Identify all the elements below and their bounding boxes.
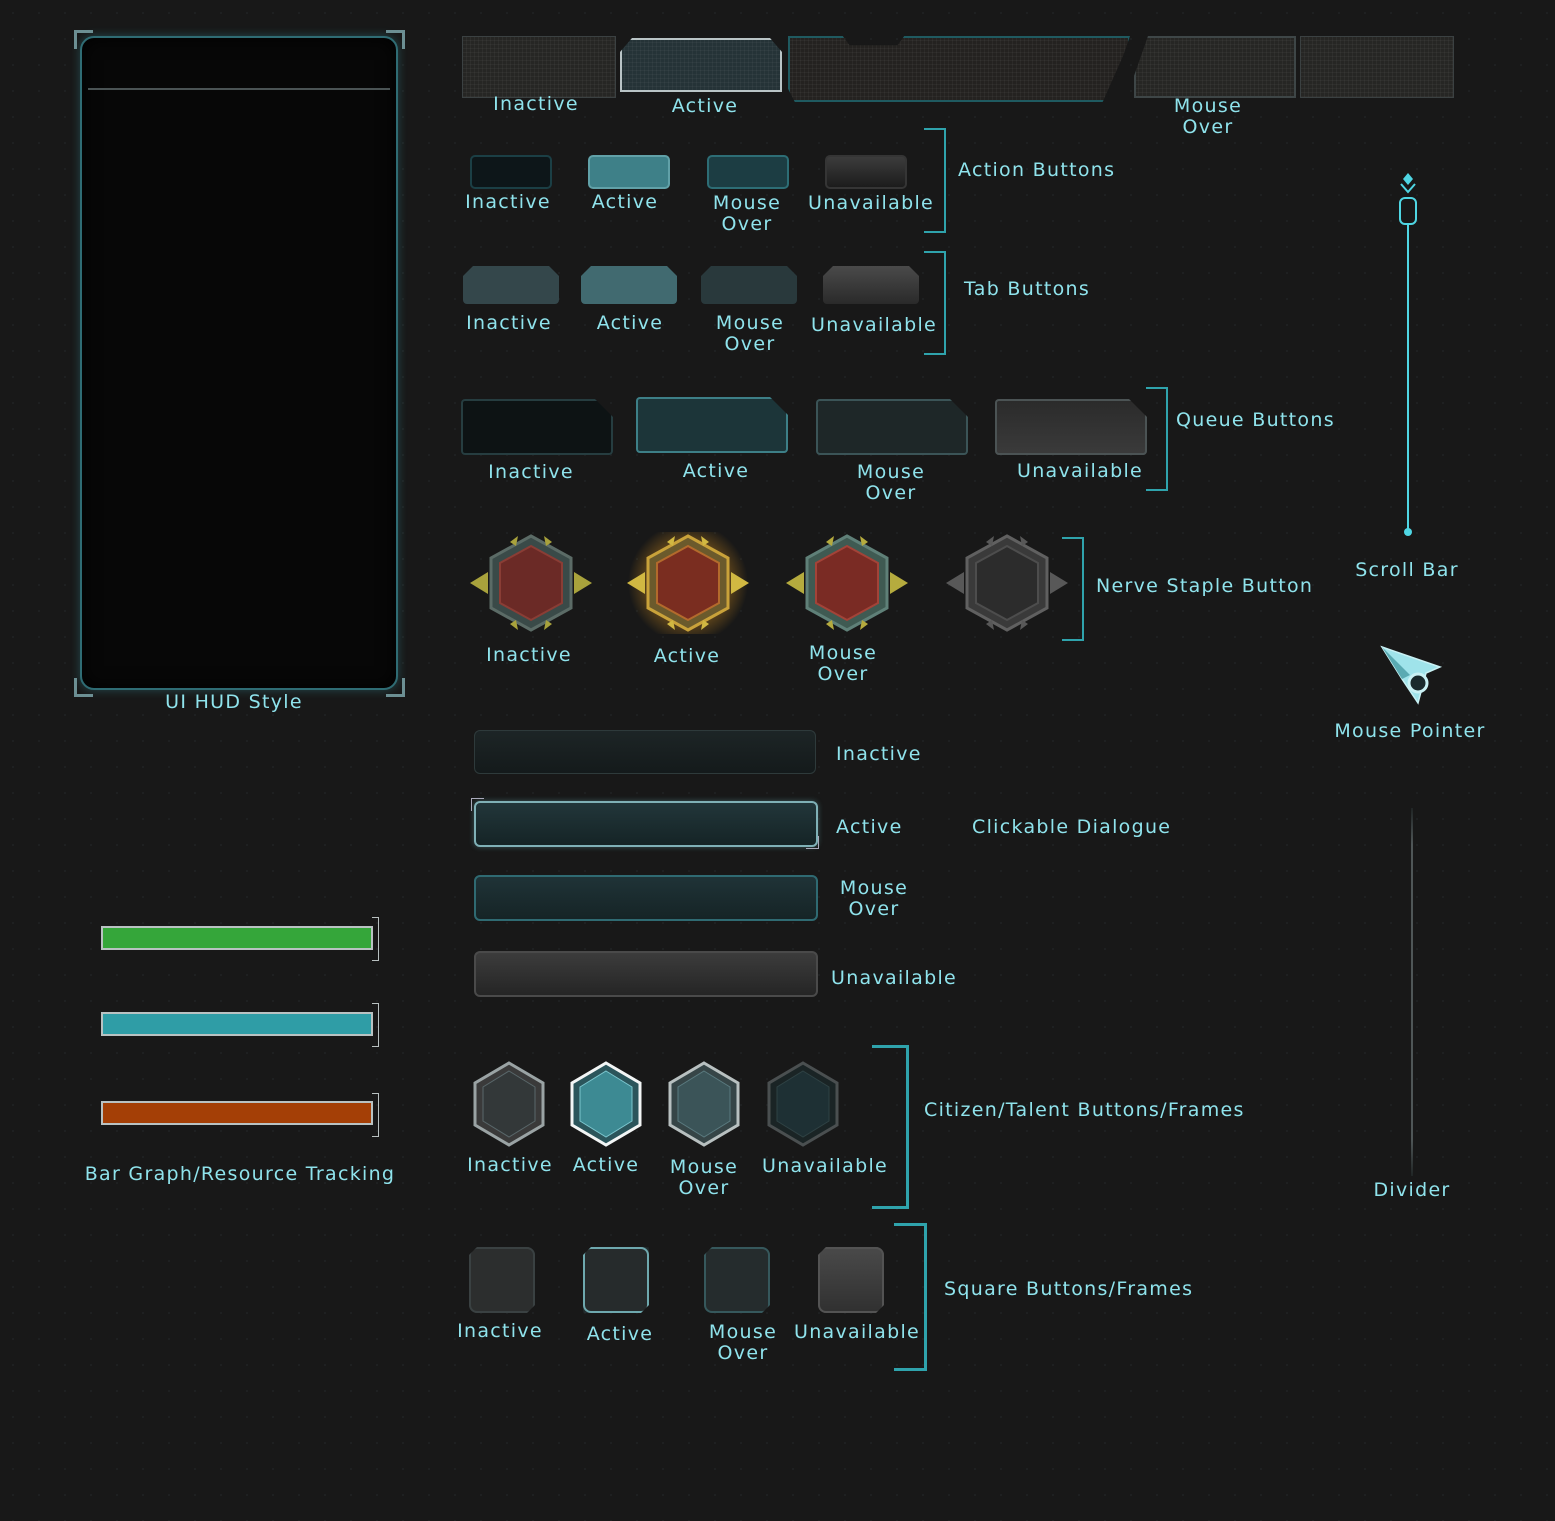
action-active-label: Active [591,191,659,213]
hud-panel [80,36,398,690]
top-tab-center[interactable] [788,36,1130,102]
dialogue-active-corner-br [806,836,819,849]
tab-button-inactive[interactable] [463,266,559,304]
scroll-bar[interactable] [1396,172,1420,540]
square-unavailable-label: Unavailable [794,1321,921,1343]
tab-unavailable-label: Unavailable [811,314,938,336]
queue-buttons-bracket [1146,387,1168,491]
dialogue-inactive-label: Inactive [836,743,922,765]
square-mouse-over-label: Mouse Over [708,1321,778,1364]
bar-graph-label: Bar Graph/Resource Tracking [84,1163,396,1185]
action-button-active[interactable] [588,155,670,189]
citizen-bracket [872,1045,909,1209]
square-inactive-label: Inactive [457,1320,543,1342]
top-tab-mouse-over[interactable] [1134,36,1296,98]
queue-button-active[interactable] [636,397,788,453]
queue-button-mouse-over[interactable] [816,399,968,455]
hud-corner-bl [74,678,93,697]
scroll-bar-label: Scroll Bar [1355,559,1459,581]
tab-active-label: Active [596,312,664,334]
tab-button-mouse-over[interactable] [701,266,797,304]
action-button-inactive[interactable] [470,155,552,189]
tab-buttons-bracket [924,251,946,355]
square-bracket [894,1223,927,1371]
top-tab-inactive-label: Inactive [493,93,579,115]
dialogue-active-label: Active [836,816,903,838]
queue-button-inactive[interactable] [461,399,613,455]
tab-button-active[interactable] [581,266,677,304]
action-mouse-over-label: Mouse Over [712,192,782,235]
hud-label: UI HUD Style [165,691,303,713]
tab-inactive-label: Inactive [466,312,552,334]
dialogue-inactive[interactable] [474,730,816,774]
clickable-dialogue-title: Clickable Dialogue [972,816,1172,838]
square-active-label: Active [586,1323,654,1345]
dialogue-active-corner-tl [471,798,484,811]
resource-bar-orange-bracket [372,1093,379,1137]
divider-line [1411,808,1413,1176]
resource-bar-cyan-bracket [372,1003,379,1047]
square-button-inactive[interactable] [469,1247,535,1313]
citizen-buttons-title: Citizen/Talent Buttons/Frames [924,1099,1245,1121]
square-button-mouse-over[interactable] [704,1247,770,1313]
queue-active-label: Active [682,460,750,482]
scroll-thumb [1399,197,1417,225]
dialogue-mouse-over-label: Mouse Over [839,877,909,920]
square-buttons-title: Square Buttons/Frames [944,1278,1194,1300]
nerve-mouse-over-label: Mouse Over [808,642,878,685]
cursor-arrow-icon [1380,645,1443,705]
citizen-unavailable-label: Unavailable [762,1155,889,1177]
nerve-staple-bracket [1062,537,1084,641]
top-tab-active-label: Active [671,95,739,117]
dialogue-mouse-over[interactable] [474,875,818,921]
tab-button-unavailable [823,266,919,304]
queue-buttons-title: Queue Buttons [1176,409,1335,431]
square-button-unavailable [818,1247,884,1313]
citizen-active-icon[interactable] [569,1060,643,1148]
action-unavailable-label: Unavailable [808,192,935,214]
citizen-unavailable-icon [767,1061,839,1147]
action-button-mouse-over[interactable] [707,155,789,189]
citizen-active-label: Active [572,1154,640,1176]
divider-label: Divider [1373,1179,1451,1201]
dialogue-active[interactable] [474,801,818,847]
top-tab-inactive[interactable] [462,36,616,98]
citizen-mouse-over-label: Mouse Over [669,1156,739,1199]
citizen-mouse-over-icon[interactable] [667,1060,741,1148]
top-tab-active[interactable] [620,38,782,92]
tab-buttons-title: Tab Buttons [964,278,1091,300]
action-inactive-label: Inactive [465,191,551,213]
nerve-staple-mouse-over-icon[interactable] [786,532,908,634]
top-tab-mouse-over-label: Mouse Over [1173,95,1243,138]
resource-bar-green [101,926,373,950]
hud-header-separator [88,88,390,90]
nerve-staple-unavailable-icon [946,534,1068,632]
mouse-pointer-label: Mouse Pointer [1334,720,1486,742]
nerve-inactive-label: Inactive [486,644,572,666]
action-button-unavailable [825,155,907,189]
dialogue-unavailable-label: Unavailable [831,967,958,989]
resource-bar-green-bracket [372,917,379,961]
queue-button-unavailable [995,399,1147,455]
hud-corner-tl [74,30,93,49]
nerve-staple-active-icon[interactable] [627,532,749,634]
action-buttons-bracket [924,128,946,233]
top-tab-right[interactable] [1300,36,1454,98]
nerve-staple-inactive-icon[interactable] [470,532,592,634]
resource-bar-orange [101,1101,373,1125]
square-button-active[interactable] [583,1247,649,1313]
resource-bar-cyan [101,1012,373,1036]
tab-mouse-over-label: Mouse Over [715,312,785,355]
dialogue-unavailable [474,951,818,997]
nerve-staple-title: Nerve Staple Button [1096,575,1314,597]
queue-unavailable-label: Unavailable [1017,460,1144,482]
queue-inactive-label: Inactive [488,461,574,483]
hud-corner-br [386,678,405,697]
hud-corner-tr [386,30,405,49]
citizen-inactive-label: Inactive [467,1154,553,1176]
queue-mouse-over-label: Mouse Over [856,461,926,504]
action-buttons-title: Action Buttons [958,159,1116,181]
citizen-inactive-icon[interactable] [472,1060,546,1148]
nerve-active-label: Active [653,645,721,667]
